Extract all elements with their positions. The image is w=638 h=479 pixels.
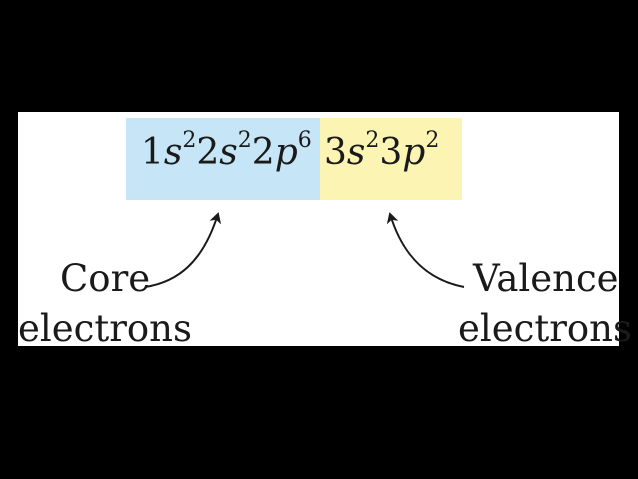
valence-arrow bbox=[386, 212, 465, 288]
annotation-arrows bbox=[144, 212, 465, 288]
core-term: 1s2 bbox=[141, 128, 197, 173]
valence-term: 3p2 bbox=[379, 128, 440, 173]
valence-label-line1: Valence bbox=[473, 257, 619, 300]
core-arrow bbox=[144, 212, 222, 288]
valence-term: 3s2 bbox=[324, 128, 380, 173]
core-label-line2: electrons bbox=[18, 307, 192, 350]
core-term: 2s2 bbox=[196, 128, 252, 173]
valence-label-line2: electrons bbox=[458, 307, 632, 350]
core-highlight-box bbox=[126, 118, 320, 200]
core-term: 2p6 bbox=[251, 128, 312, 173]
core-label-line1: Core bbox=[60, 257, 151, 300]
valence-highlight-box bbox=[320, 118, 462, 200]
